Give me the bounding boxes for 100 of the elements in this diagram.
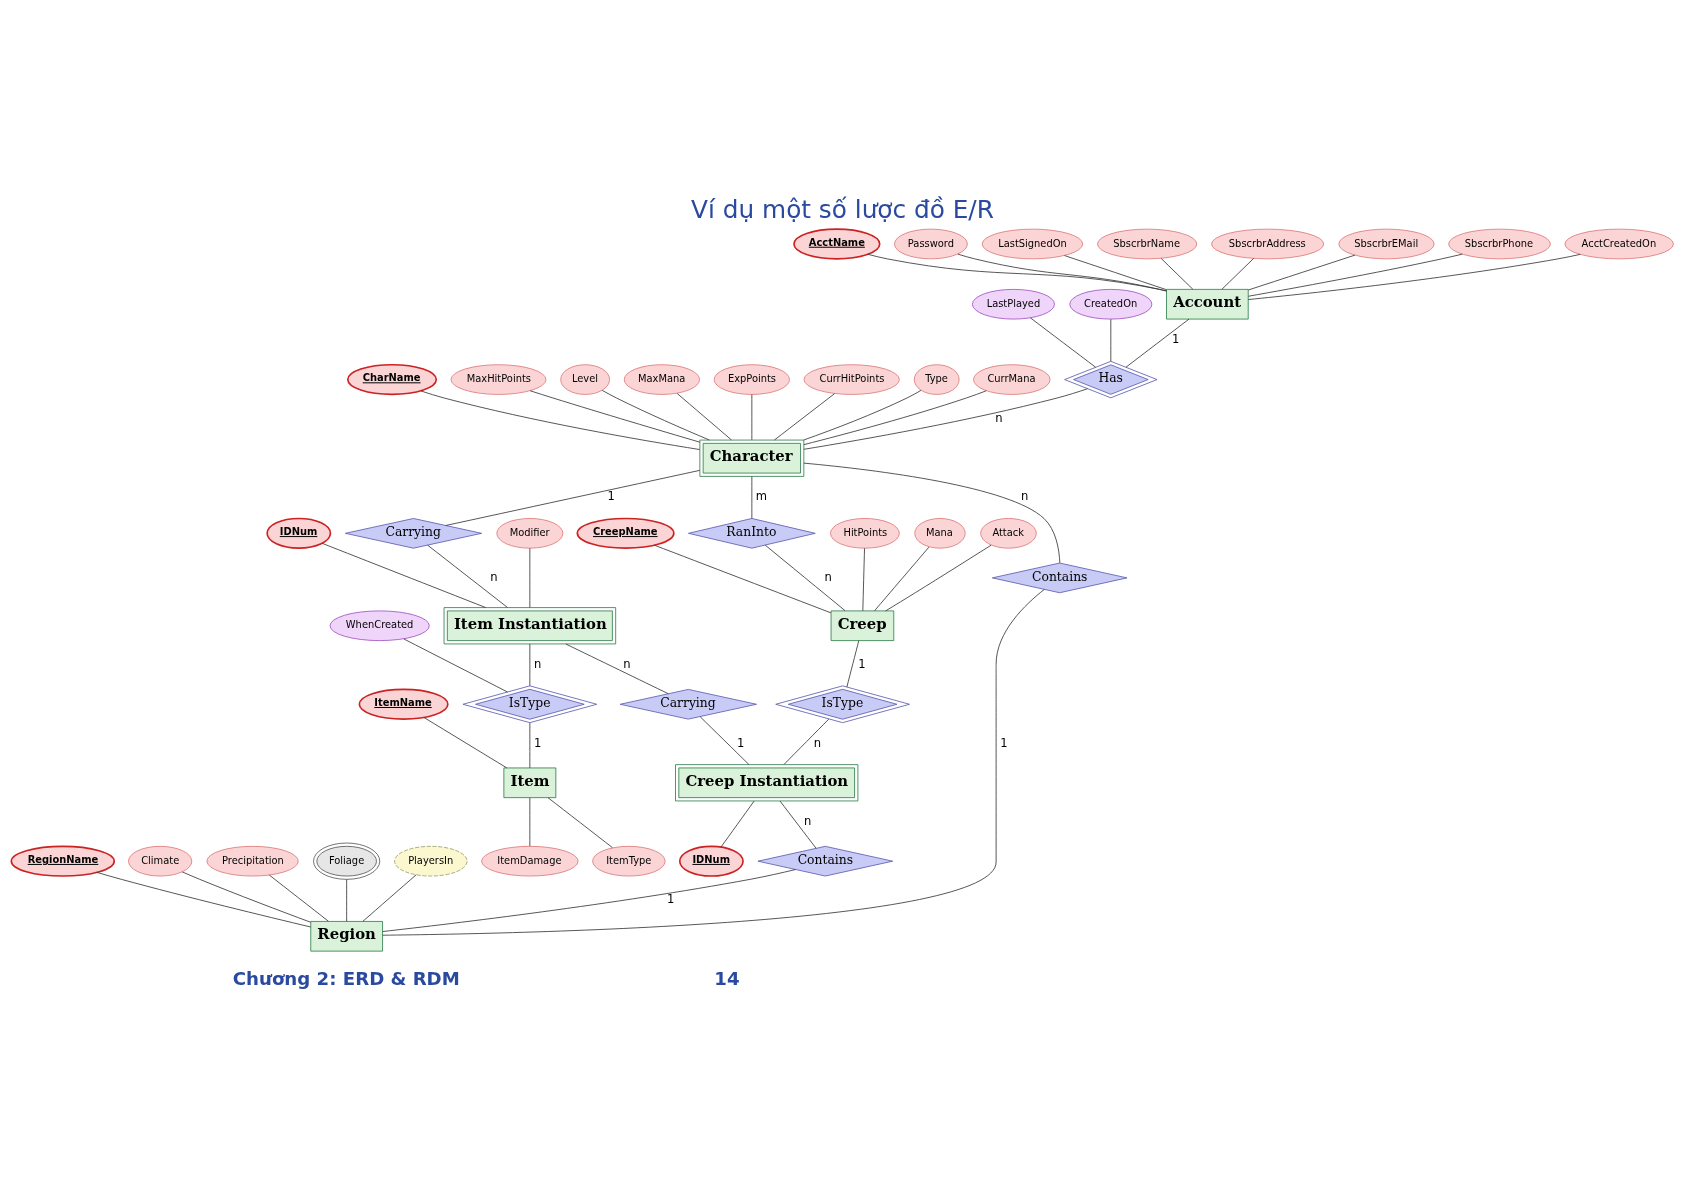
node-ellipse: MaxMana bbox=[623, 364, 700, 395]
connector bbox=[803, 388, 1088, 450]
connector bbox=[1221, 258, 1255, 290]
node-ellipse: CurrHitPoints bbox=[803, 364, 900, 395]
connector bbox=[1030, 317, 1097, 368]
connector bbox=[423, 717, 508, 769]
connector bbox=[445, 469, 701, 526]
node-ellipse: Precipitation bbox=[206, 845, 299, 877]
connector bbox=[547, 797, 613, 849]
node-ellipse: RegionName bbox=[10, 845, 116, 877]
node-box: Account bbox=[1166, 288, 1249, 320]
edge-label: n bbox=[803, 814, 812, 829]
connector bbox=[529, 797, 531, 847]
connector bbox=[874, 546, 930, 612]
edge-label: n bbox=[824, 569, 832, 584]
edge-label: 1 bbox=[666, 892, 675, 907]
node-ellipse: HitPoints bbox=[830, 518, 900, 549]
node-ellipse: Attack bbox=[980, 518, 1037, 549]
node-ellipse: Climate bbox=[128, 845, 193, 877]
node-ellipse: IDNum bbox=[678, 845, 744, 877]
connector bbox=[529, 547, 531, 608]
edge-label: n bbox=[534, 657, 542, 672]
connector bbox=[783, 718, 830, 765]
node-ellipse: ItemType bbox=[592, 845, 666, 877]
node-diamond: Carrying bbox=[344, 518, 483, 549]
edge-label: n bbox=[623, 657, 631, 672]
connector bbox=[420, 390, 701, 450]
connector bbox=[676, 393, 732, 441]
connector bbox=[751, 394, 753, 441]
node-diamond: Contains bbox=[991, 562, 1128, 594]
connector bbox=[803, 390, 922, 441]
node-ellipse: LastSignedOn bbox=[981, 228, 1084, 260]
edge-label: 1 bbox=[737, 735, 745, 750]
connector bbox=[846, 640, 860, 688]
node-ellipse: Mana bbox=[914, 518, 966, 549]
edge-label: n bbox=[995, 411, 1003, 426]
connector bbox=[803, 462, 1061, 564]
connector bbox=[803, 390, 987, 446]
node-ellipse: Level bbox=[560, 364, 610, 395]
connector bbox=[96, 871, 312, 928]
node-ellipse: IDNum bbox=[266, 517, 332, 549]
connector bbox=[427, 544, 508, 608]
connector bbox=[885, 544, 992, 612]
connector bbox=[382, 589, 1045, 936]
node-ellipse: ExpPoints bbox=[713, 364, 790, 395]
node-ellipse: Type bbox=[913, 364, 960, 395]
node-ellipse: Password bbox=[894, 228, 968, 260]
connector bbox=[1247, 253, 1581, 300]
edge-label: 1 bbox=[607, 489, 615, 504]
connector bbox=[1125, 318, 1190, 368]
connector bbox=[779, 800, 817, 849]
connector bbox=[565, 643, 669, 695]
connector bbox=[699, 716, 750, 765]
edge-label: 1 bbox=[534, 735, 542, 750]
edge-label: m bbox=[755, 489, 767, 504]
connector bbox=[862, 547, 865, 612]
node-ellipse: LastPlayed bbox=[972, 288, 1055, 320]
node-ellipse: SbscrbrName bbox=[1097, 228, 1198, 260]
node-diamond: Contains bbox=[757, 845, 894, 877]
node-ellipse: CreatedOn bbox=[1069, 288, 1153, 320]
node-ellipse: WhenCreated bbox=[329, 610, 430, 642]
connector bbox=[321, 542, 487, 608]
edge-label: 1 bbox=[858, 657, 866, 672]
node-ellipse: MaxHitPoints bbox=[450, 364, 547, 395]
node-ellipse: SbscrbrPhone bbox=[1448, 228, 1551, 260]
node-box: Item bbox=[503, 767, 557, 799]
connector bbox=[346, 879, 348, 922]
node-ellipse: PlayersIn bbox=[394, 845, 468, 877]
connector bbox=[529, 643, 531, 687]
node-ellipse: Modifier bbox=[496, 518, 564, 549]
node-ellipse: SbscrbrAddress bbox=[1211, 228, 1325, 260]
node-diamond: Has bbox=[1064, 360, 1158, 399]
label: 14 bbox=[714, 967, 740, 989]
node-ellipse: CharName bbox=[346, 363, 438, 396]
connector bbox=[269, 874, 329, 922]
node-ellipse: ItemName bbox=[358, 688, 449, 720]
connector bbox=[529, 390, 701, 443]
node-ellipse: AcctCreatedOn bbox=[1564, 228, 1674, 260]
connector bbox=[867, 253, 1167, 292]
edge-label: n bbox=[813, 735, 822, 750]
node-ellipse: SbscrbrEMail bbox=[1338, 228, 1435, 260]
connector bbox=[764, 544, 846, 612]
edge-label: 1 bbox=[1000, 735, 1008, 750]
node-diamond: Carrying bbox=[619, 689, 757, 720]
connector bbox=[720, 800, 755, 848]
connector bbox=[1110, 318, 1112, 362]
connector bbox=[382, 869, 796, 932]
connector bbox=[1248, 254, 1356, 291]
connector bbox=[957, 253, 1167, 292]
node-ellipse: CurrMana bbox=[973, 364, 1051, 395]
edge-label: n bbox=[1020, 489, 1029, 504]
node-box: Region bbox=[310, 921, 383, 952]
node-diamond: RanInto bbox=[688, 518, 816, 549]
connector bbox=[751, 476, 753, 519]
connector bbox=[654, 544, 832, 614]
edge-label: 1 bbox=[1171, 332, 1180, 347]
connector bbox=[181, 871, 311, 923]
node-ellipse: AcctName bbox=[793, 228, 881, 260]
connector bbox=[774, 393, 835, 441]
edge-label: n bbox=[490, 569, 498, 584]
